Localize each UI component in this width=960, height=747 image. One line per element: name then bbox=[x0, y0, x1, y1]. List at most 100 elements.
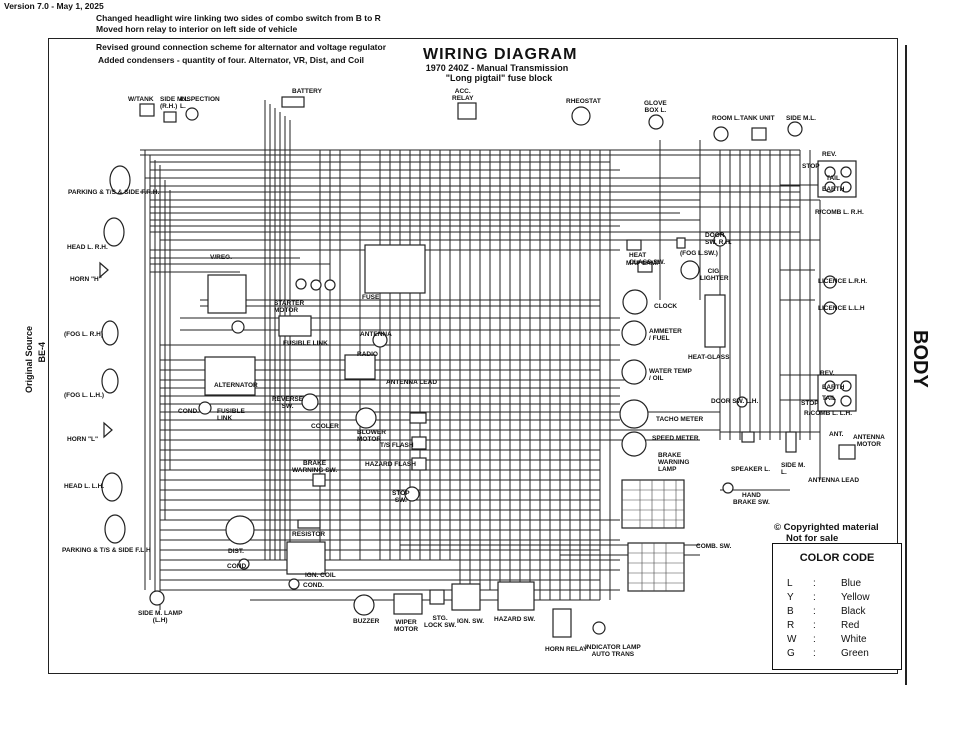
label-horn-l: HORN "L" bbox=[67, 436, 99, 443]
label-heat-glass-sw: HEAT GLASS SW. bbox=[629, 252, 666, 266]
side-ml-rear-symbol bbox=[787, 121, 803, 137]
color-code-row: G : Green bbox=[773, 648, 901, 662]
color-code-sep: : bbox=[813, 592, 816, 603]
label-ts-flash: T/S FLASH bbox=[380, 442, 414, 449]
copyright-notice: © Copyrighted material Not for sale bbox=[774, 522, 879, 544]
wiper-motor-symbol bbox=[393, 593, 423, 615]
color-code-letter: W bbox=[787, 634, 797, 645]
battery-symbol bbox=[281, 96, 305, 108]
label-hazard-sw: HAZARD SW. bbox=[494, 616, 536, 623]
label-r-comb-lh: R/COMB L. L.H. bbox=[804, 410, 853, 417]
color-code-name: Blue bbox=[841, 578, 862, 589]
label-buzzer: BUZZER bbox=[353, 618, 380, 625]
glove-box-lamp-symbol bbox=[648, 114, 664, 130]
label-resistor: RESISTOR bbox=[292, 531, 326, 538]
label-distributor: DIST. bbox=[228, 548, 244, 555]
copyright-line-1: © Copyrighted material bbox=[774, 522, 879, 533]
wire-bundle bbox=[140, 100, 821, 610]
label-side-ml: SIDE M.L. bbox=[786, 115, 816, 122]
label-w-tank: W/TANK bbox=[128, 96, 154, 103]
label-horn-relay: HORN RELAY bbox=[545, 646, 588, 653]
diagram-title: WIRING DIAGRAM bbox=[423, 46, 578, 63]
color-code-legend: COLOR CODE L : Blue Y : Yellow B : Black… bbox=[772, 543, 902, 670]
color-code-letter: R bbox=[787, 620, 795, 631]
label-r-comb-rh: R/COMB L. R.H. bbox=[815, 209, 864, 216]
label-wiper-motor: WIPER MOTOR bbox=[394, 619, 419, 633]
label-battery: BATTERY bbox=[292, 88, 322, 95]
color-code-letter: B bbox=[787, 606, 794, 617]
hazard-flasher-symbol bbox=[411, 457, 427, 471]
coil-condenser-symbol bbox=[288, 578, 300, 590]
distributor-symbol bbox=[225, 515, 255, 545]
antenna-symbol bbox=[372, 332, 388, 348]
label-tacho-meter: TACHO METER bbox=[656, 416, 704, 423]
room-lamp-symbol bbox=[713, 126, 729, 142]
tank-unit-symbol bbox=[751, 127, 767, 141]
oil-pressure-sw-2-symbol bbox=[324, 279, 336, 291]
speed-meter-symbol bbox=[621, 431, 647, 457]
ts-flasher-symbol bbox=[411, 436, 427, 450]
parking-lamp-rh-symbol bbox=[109, 165, 131, 195]
color-code-sep: : bbox=[813, 648, 816, 659]
label-hand-brake-sw: HAND BRAKE SW. bbox=[733, 492, 770, 506]
color-code-sep: : bbox=[813, 578, 816, 589]
label-licence-lh: LICENCE L.L.H bbox=[818, 305, 865, 312]
ign-coil-symbol bbox=[286, 541, 326, 575]
label-earth-lh: EARTH bbox=[822, 384, 845, 391]
label-horn-h: HORN "H" bbox=[70, 276, 102, 283]
inspection-lamp-symbol bbox=[185, 107, 199, 121]
diagram-frame bbox=[48, 38, 898, 674]
side-ml-rh-symbol bbox=[163, 111, 177, 123]
label-hazard-flash: HAZARD FLASH bbox=[365, 461, 416, 468]
label-ant: ANT. bbox=[829, 431, 844, 438]
label-heat-glass: HEAT-GLASS bbox=[688, 354, 730, 361]
heat-glass-element-symbol bbox=[704, 294, 726, 348]
label-map-lamp: MAP LAMP bbox=[626, 260, 661, 267]
label-comb-sw: COMB. SW. bbox=[696, 543, 732, 550]
label-speaker: SPEAKER L. bbox=[731, 466, 771, 473]
starter-motor-symbol bbox=[278, 315, 312, 337]
water-temp-oil-symbol bbox=[621, 359, 647, 385]
label-rev-lh: REV. bbox=[820, 370, 835, 377]
stop-sw-symbol bbox=[404, 486, 420, 502]
label-antenna-lead-2: ANTENNA LEAD bbox=[808, 477, 860, 484]
fog-lamp-rh-symbol bbox=[101, 320, 119, 346]
color-code-letter: L bbox=[787, 578, 793, 589]
label-blower-motor: BLOWER MOTOR bbox=[357, 429, 386, 443]
reverse-sw-symbol bbox=[301, 393, 319, 411]
color-code-row: B : Black bbox=[773, 606, 901, 620]
label-ign-coil: IGN. COIL bbox=[305, 572, 336, 579]
label-fog-rh: (FOG L. R.H) bbox=[64, 331, 103, 338]
horn-relay-symbol bbox=[552, 608, 572, 638]
label-rev-rh: REV. bbox=[822, 151, 837, 158]
label-tail-lh: TAIL bbox=[822, 395, 836, 402]
color-code-row: R : Red bbox=[773, 620, 901, 634]
ign-sw-symbol bbox=[451, 583, 481, 611]
label-fog-l-sw: (FOG L.SW.) bbox=[680, 250, 718, 257]
door-sw-lh-symbol bbox=[736, 396, 748, 408]
label-inspection: INSPECTION L. bbox=[180, 96, 220, 110]
label-parking-rh: PARKING & T/S & SIDE F.R.H. bbox=[68, 189, 160, 196]
section-label: BODY bbox=[909, 330, 931, 388]
door-sw-rh-symbol bbox=[713, 233, 727, 247]
label-stop-sw: STOP SW. bbox=[392, 490, 410, 504]
color-code-name: Green bbox=[841, 648, 869, 659]
change-note: Moved horn relay to interior on left sid… bbox=[96, 24, 298, 34]
label-coil-condenser: COND. bbox=[303, 582, 324, 589]
antenna-motor-symbol bbox=[838, 444, 856, 460]
label-ammeter-fuel: AMMETER / FUEL bbox=[649, 328, 682, 342]
label-starter-motor: STARTER MOTOR bbox=[274, 300, 305, 314]
label-side-ml-rh: SIDE M.L. (R.H.) bbox=[160, 96, 190, 110]
ammeter-fuel-symbol bbox=[621, 320, 647, 346]
side-ml-rear-lh-symbol bbox=[785, 431, 797, 453]
label-clock: CLOCK bbox=[654, 303, 678, 310]
version-label: Version 7.0 - May 1, 2025 bbox=[4, 1, 104, 11]
hand-brake-sw-symbol bbox=[722, 482, 734, 494]
head-lamp-rh-symbol bbox=[103, 217, 125, 247]
label-parking-lh: PARKING & T/S & SIDE F.L.H bbox=[62, 547, 151, 554]
label-glove-box: GLOVE BOX L. bbox=[644, 100, 667, 114]
label-reverse-sw: REVERSE SW. bbox=[272, 396, 304, 410]
thermal-transmitter-symbol bbox=[295, 278, 307, 290]
label-room-lamp: ROOM L. bbox=[712, 115, 740, 122]
